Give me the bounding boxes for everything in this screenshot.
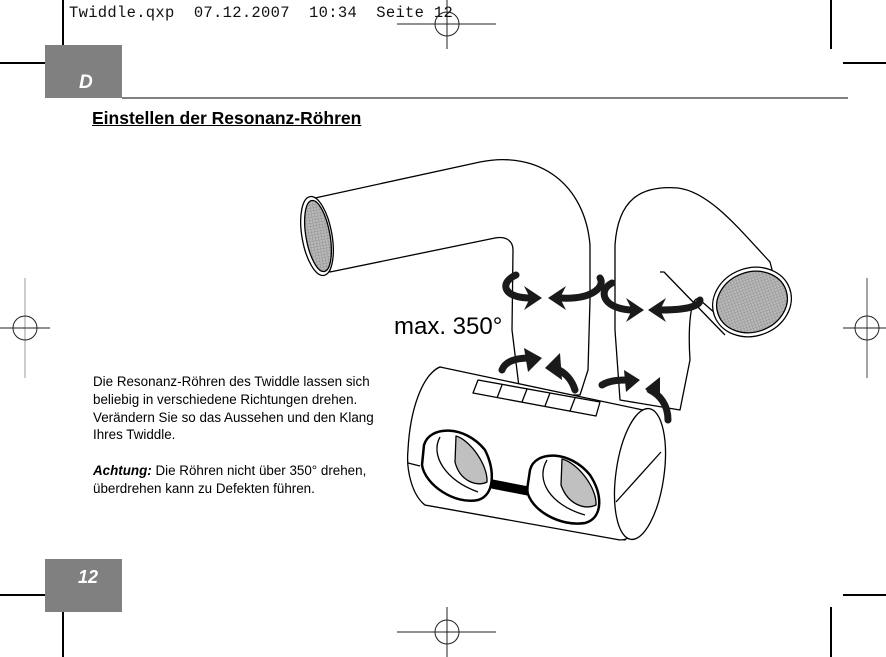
body-text: Die Resonanz-Röhren des Twiddle lassen s… [93,373,383,515]
right-driver [525,454,601,525]
language-tab: D [45,45,122,98]
crop-mark-bottom-right-v [830,607,832,657]
warning-label: Achtung: [93,462,152,478]
registration-mark-bottom [397,607,496,657]
crop-mark-top-left-v [62,0,64,49]
header-rule [122,97,848,99]
language-tab-label: D [79,72,93,93]
crop-mark-bottom-left-h [0,594,50,596]
registration-mark-right [843,278,886,378]
crop-mark-bottom-right-h [843,594,886,596]
page-number-tab: 12 [45,559,122,612]
driver-connector [491,479,529,496]
rotation-arrows [498,271,704,424]
control-strip [472,379,601,417]
right-tube-grille [715,270,789,334]
registration-mark-top [397,0,496,49]
warning-text: Die Röhren nicht über 350° drehen, überd… [93,462,367,496]
page-number: 12 [78,567,99,587]
arrow-heads [524,286,666,400]
left-tube-grille [303,199,333,273]
registration-mark-left [0,278,50,378]
crop-mark-top-right-v [830,0,832,49]
print-slug: Twiddle.qxp 07.12.2007 10:34 Seite 12 [69,4,454,22]
paragraph-intro: Die Resonanz-Röhren des Twiddle lassen s… [93,374,374,443]
crop-mark-bottom-left-v [62,607,64,657]
left-tube [314,159,591,396]
twiddle-illustration [300,159,792,541]
crop-mark-top-left-h [0,62,50,64]
max-rotation-label: max. 350° [394,313,503,340]
paragraph-warning: Achtung: Die Röhren nicht über 350° dreh… [93,462,383,498]
section-title: Einstellen der Resonanz-Röhren [92,108,362,128]
crop-mark-top-right-h [843,62,886,64]
left-driver [420,429,494,503]
speaker-end-cap [613,407,667,541]
